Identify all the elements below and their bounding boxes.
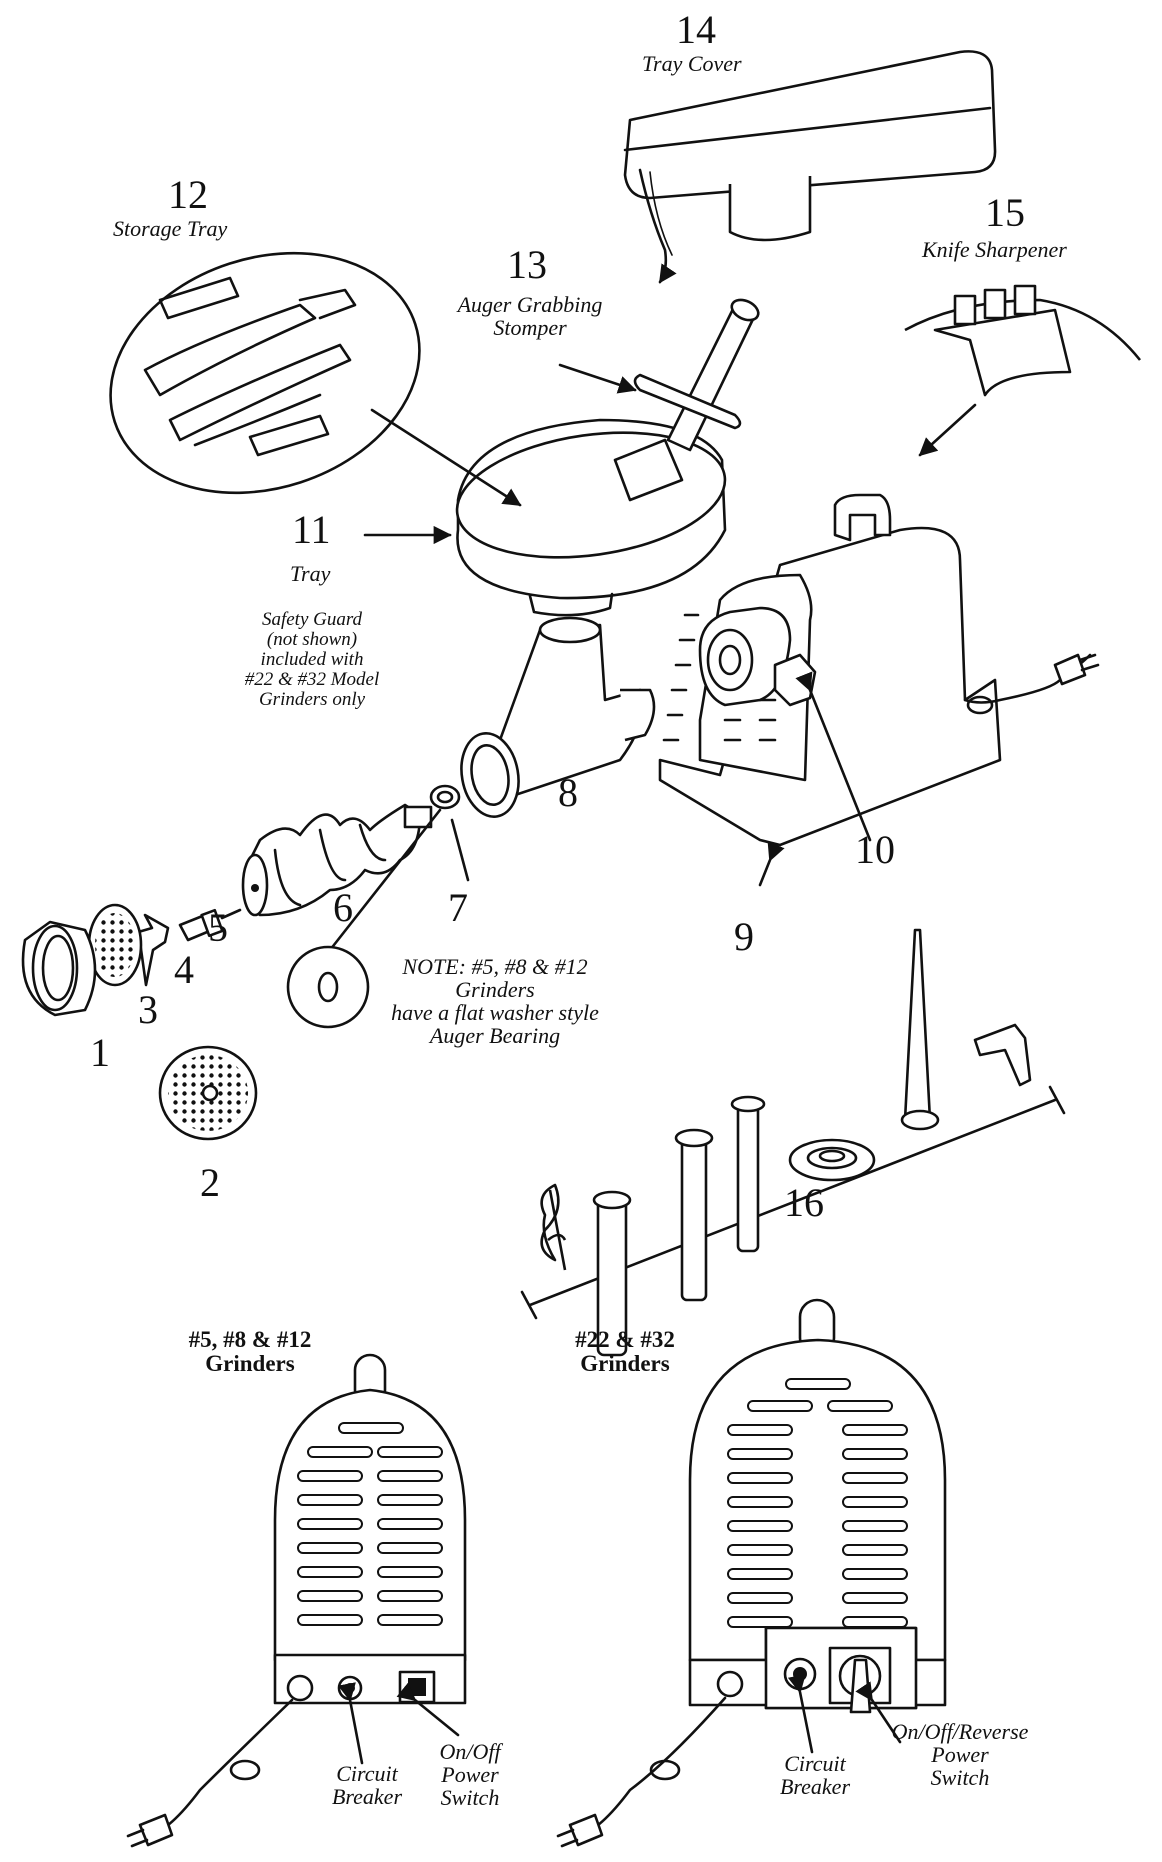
storage-tray bbox=[109, 251, 421, 495]
sausage-accessories bbox=[520, 928, 1066, 1357]
grinding-plate bbox=[87, 903, 143, 987]
label-auger-stomper: Auger Grabbing Stomper bbox=[457, 292, 603, 341]
grinding-plate-alt bbox=[158, 1045, 258, 1141]
safety-guard-note: Safety Guard (not shown) included with #… bbox=[244, 609, 380, 710]
part-number-5: 5 bbox=[208, 905, 228, 950]
label-tray-cover: Tray Cover bbox=[642, 51, 742, 76]
arrow-12 bbox=[370, 408, 522, 507]
part-number-4: 4 bbox=[174, 947, 194, 992]
part-number-7: 7 bbox=[448, 885, 468, 930]
bearing-note: NOTE: #5, #8 & #12 Grinders have a flat … bbox=[391, 954, 599, 1049]
label-storage-tray: Storage Tray bbox=[113, 216, 228, 241]
knife-sharpener bbox=[904, 284, 1142, 457]
retaining-ring bbox=[21, 920, 97, 1017]
part-number-3: 3 bbox=[138, 987, 158, 1032]
auger-bearing bbox=[286, 784, 470, 1029]
rear-title-large: #22 & #32 Grinders bbox=[575, 1327, 675, 1377]
part-number-1: 1 bbox=[90, 1030, 110, 1075]
part-number-10: 10 bbox=[855, 827, 895, 872]
label-knife-sharpener: Knife Sharpener bbox=[922, 237, 1067, 262]
auger-stomper bbox=[558, 298, 760, 502]
part-number-11: 11 bbox=[292, 507, 331, 552]
rear-view-small-grinder bbox=[126, 1353, 467, 1848]
label-circuit-breaker-large: Circuit Breaker bbox=[779, 1751, 851, 1800]
label-tray: Tray bbox=[290, 561, 331, 586]
label-power-switch-small: On/Off Power Switch bbox=[439, 1739, 501, 1811]
stud bbox=[178, 908, 242, 942]
part-number-9: 9 bbox=[734, 914, 754, 959]
part-number-8: 8 bbox=[558, 770, 578, 815]
rear-view-large-grinder bbox=[556, 1298, 947, 1848]
part-number-13: 13 bbox=[507, 242, 547, 287]
label-power-switch-large: On/Off/Reverse Power Switch bbox=[891, 1719, 1029, 1791]
part-number-15: 15 bbox=[985, 190, 1025, 235]
label-circuit-breaker-small: Circuit Breaker bbox=[331, 1761, 403, 1810]
tray-cover bbox=[623, 50, 997, 284]
part-number-14: 14 bbox=[676, 7, 716, 52]
part-number-16: 16 bbox=[784, 1180, 824, 1225]
part-number-6: 6 bbox=[333, 885, 353, 930]
rear-title-small: #5, #8 & #12 Grinders bbox=[188, 1327, 312, 1377]
part-number-2: 2 bbox=[200, 1160, 220, 1205]
motor-unit bbox=[658, 493, 1100, 887]
grinder-head bbox=[460, 616, 656, 818]
part-number-12: 12 bbox=[168, 172, 208, 217]
